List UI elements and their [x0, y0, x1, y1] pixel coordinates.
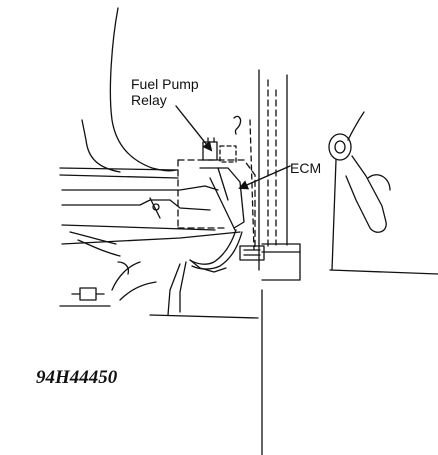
- ecm-label: ECM: [290, 160, 322, 176]
- relay-leader-arrow: [176, 106, 213, 152]
- figure-number: 94H44450: [36, 367, 118, 388]
- steering-linkage: [70, 232, 128, 274]
- lower-connector: [72, 288, 104, 300]
- wire-harness: [190, 230, 264, 272]
- relay-label-line1: Fuel Pump: [131, 76, 199, 92]
- dashboard-outline: [60, 8, 178, 178]
- relay-label-line2: Relay: [131, 92, 167, 108]
- fuel-pump-relay-label: Fuel Pump Relay: [131, 76, 199, 108]
- callout-leaders: [176, 106, 290, 190]
- door-pillar: [250, 70, 287, 455]
- kick-panel: [60, 244, 300, 318]
- fuel-pump-relay: [203, 116, 241, 162]
- window-crank-handle: [329, 112, 438, 274]
- ecm-leader-arrow: [238, 166, 290, 190]
- cross-car-beam: [62, 186, 240, 244]
